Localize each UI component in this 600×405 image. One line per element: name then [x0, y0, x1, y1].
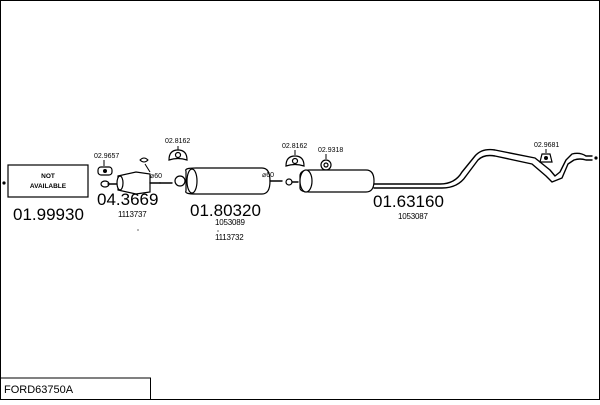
hanger-icon — [139, 157, 149, 163]
rubber-hanger-icon — [168, 149, 188, 161]
rear-silencer[interactable] — [291, 148, 593, 193]
rubber-mount-icon — [97, 166, 113, 176]
diameter-label-2: ⌀60 — [262, 172, 274, 179]
middle-silencer[interactable] — [174, 167, 283, 195]
not-available-box — [7, 164, 89, 198]
catalytic-converter[interactable] — [107, 171, 161, 195]
part-number-04-3669[interactable]: 04.3669 — [97, 190, 158, 209]
rubber-hanger-icon-3 — [539, 153, 553, 163]
oem-1113732: 1113732 — [215, 233, 244, 242]
front-connection-dot — [2, 181, 6, 185]
rubber-hanger-icon-2 — [285, 155, 305, 167]
tail-connection-dot — [594, 156, 598, 160]
dot-mark — [217, 230, 219, 232]
diameter-label-1: ⌀60 — [150, 173, 162, 180]
part-number-01-63160[interactable]: 01.63160 — [373, 192, 444, 211]
not-available-text-2: AVAILABLE — [30, 183, 67, 190]
oem-1053087: 1053087 — [398, 212, 428, 221]
accessory-02-9681[interactable]: 02.9681 — [534, 142, 559, 149]
accessory-02-8162-a[interactable]: 02.8162 — [165, 138, 190, 145]
oem-1113737: 1113737 — [118, 210, 147, 219]
part-number-01-80320[interactable]: 01.80320 — [190, 201, 261, 220]
front-pipe-not-available[interactable]: NOT AVAILABLE — [7, 164, 89, 198]
not-available-text-1: NOT — [41, 173, 55, 180]
accessory-02-9657[interactable]: 02.9657 — [94, 153, 119, 160]
converter-leader — [144, 163, 151, 173]
clamp-icon — [320, 159, 332, 171]
accessory-02-8162-b[interactable]: 02.8162 — [282, 143, 307, 150]
diagram-title: FORD63750A — [4, 384, 74, 396]
accessory-02-9318[interactable]: 02.9318 — [318, 147, 343, 154]
dot-mark-2 — [137, 229, 139, 231]
oem-1053089: 1053089 — [215, 218, 245, 227]
part-number-01-99930[interactable]: 01.99930 — [13, 205, 84, 224]
gasket-ring-icon-2 — [285, 178, 293, 186]
